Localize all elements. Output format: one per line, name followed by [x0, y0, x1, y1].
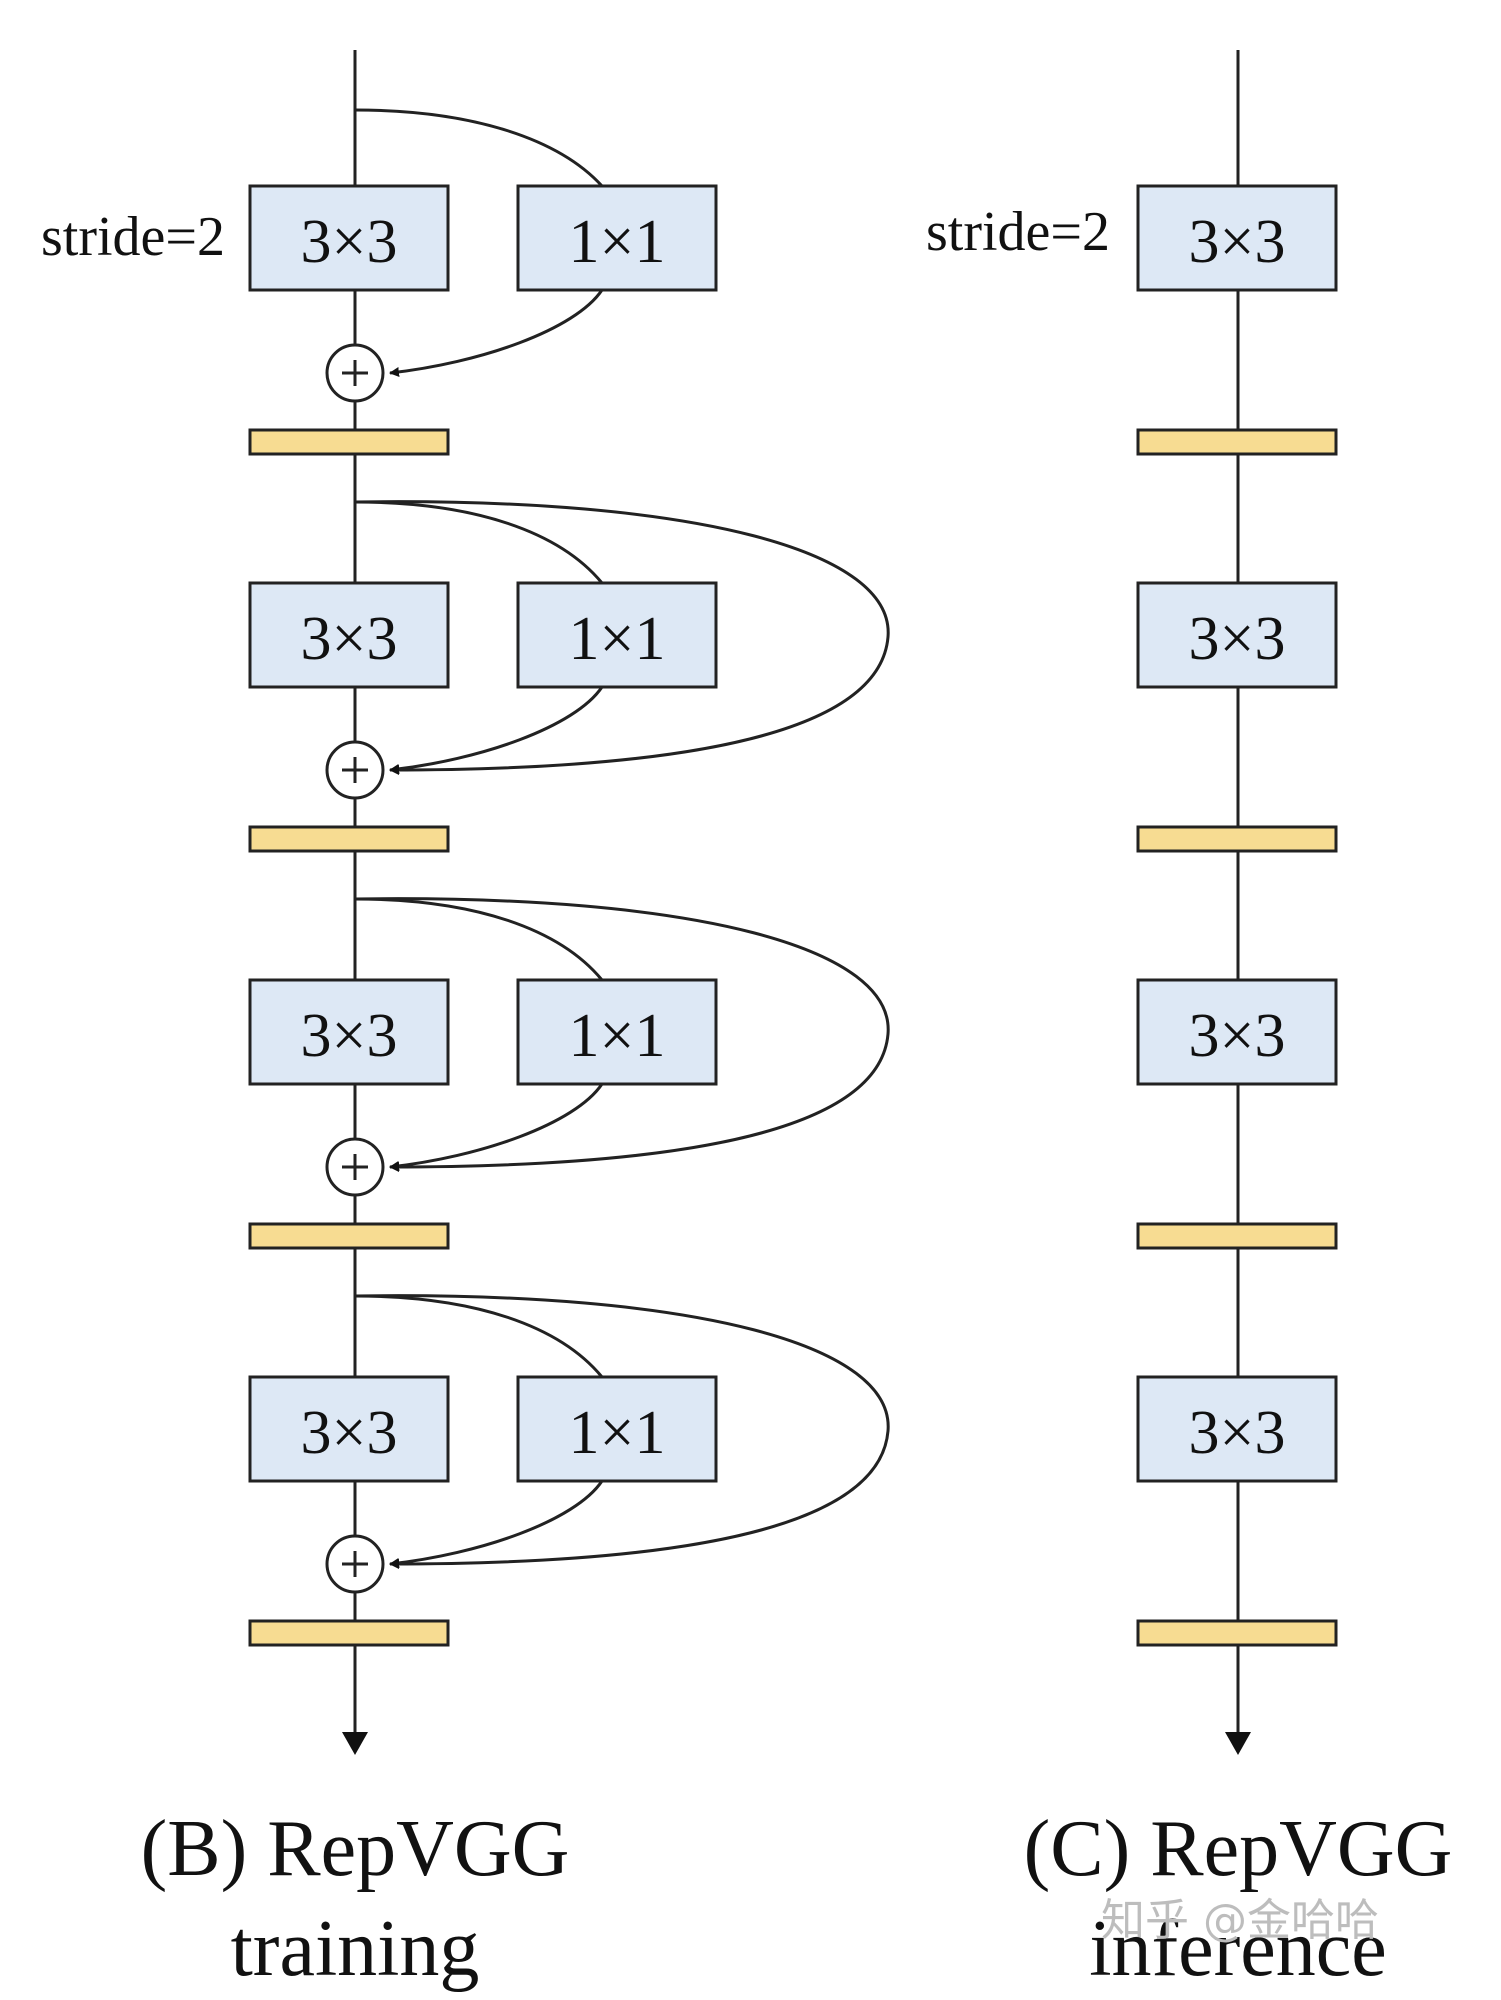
inference-stage1-conv3x3-box [1136, 184, 1338, 292]
inference-stage3-conv3x3-box [1136, 978, 1338, 1086]
inference-stage3-bn-bar [1136, 1222, 1338, 1250]
training-stage4-identity-branch [354, 1294, 890, 1569]
training-stage2-conv3x3-box [248, 581, 450, 689]
training-stage4-bn-bar [248, 1619, 450, 1647]
inference-output-arrow [1225, 1732, 1251, 1755]
training-stage2-conv1x1-label: 1×1 [569, 605, 666, 673]
inference-stage2-conv3x3-box [1136, 581, 1338, 689]
training-stage4-branch-1x1-in [354, 1294, 604, 1378]
training-stride-label: stride=2 [41, 206, 225, 268]
block-layer [248, 184, 1338, 1755]
training-stage1-branch-1x1-out [389, 289, 604, 377]
watermark: 知乎 @金哈哈 [1101, 1895, 1379, 1946]
training-stage1-conv1x1-box [516, 184, 718, 292]
training-output-arrow [342, 1732, 368, 1755]
training-stage1-conv1x1-label: 1×1 [569, 208, 666, 276]
training-caption-line1: (B) RepVGG [141, 1805, 570, 1893]
training-stage1-conv3x3-label: 3×3 [301, 208, 398, 276]
training-stage2-identity-branch [354, 500, 890, 775]
training-caption-line2: training [231, 1905, 480, 1993]
inference-stage1-conv3x3-label: 3×3 [1189, 208, 1286, 276]
label-layer: stride=2 stride=2 (B) RepVGG training (C… [41, 201, 1452, 1993]
training-stage3-conv3x3-label: 3×3 [301, 1002, 398, 1070]
training-stage3-conv3x3-box [248, 978, 450, 1086]
inference-caption-line2: inference [1089, 1905, 1387, 1993]
training-stage2-conv1x1-box [516, 581, 718, 689]
training-stage4-conv1x1-label: 1×1 [569, 1399, 666, 1467]
connector-layer [353, 50, 1240, 1735]
training-stage3-branch-1x1-in [354, 897, 604, 981]
training-stage4-conv3x3-box [248, 1375, 450, 1483]
inference-stage4-bn-bar [1136, 1619, 1338, 1647]
training-stage2-branch-1x1-in [354, 500, 604, 584]
inference-caption-line1: (C) RepVGG [1024, 1805, 1453, 1893]
inference-stride-label: stride=2 [926, 201, 1110, 263]
training-stage3-conv1x1-box [516, 978, 718, 1086]
training-stage4-conv1x1-box [516, 1375, 718, 1483]
training-stage3-bn-bar [248, 1222, 450, 1250]
inference-stage2-conv3x3-label: 3×3 [1189, 605, 1286, 673]
inference-stage1-bn-bar [1136, 428, 1338, 456]
training-stage1-branch-1x1-in [354, 108, 604, 188]
training-stage1-bn-bar [248, 428, 450, 456]
inference-stage4-conv3x3-box [1136, 1375, 1338, 1483]
training-stage4-conv3x3-label: 3×3 [301, 1399, 398, 1467]
inference-stage2-bn-bar [1136, 825, 1338, 853]
training-stage1-conv3x3-box [248, 184, 450, 292]
training-stage3-identity-branch [354, 897, 890, 1172]
training-stage2-conv3x3-label: 3×3 [301, 605, 398, 673]
training-stage3-conv1x1-label: 1×1 [569, 1002, 666, 1070]
inference-stage3-conv3x3-label: 3×3 [1189, 1002, 1286, 1070]
training-stage2-bn-bar [248, 825, 450, 853]
inference-stage4-conv3x3-label: 3×3 [1189, 1399, 1286, 1467]
training-stage3-branch-1x1-out [389, 1083, 604, 1171]
training-stage2-branch-1x1-out [389, 686, 604, 774]
training-stage4-branch-1x1-out [389, 1480, 604, 1568]
